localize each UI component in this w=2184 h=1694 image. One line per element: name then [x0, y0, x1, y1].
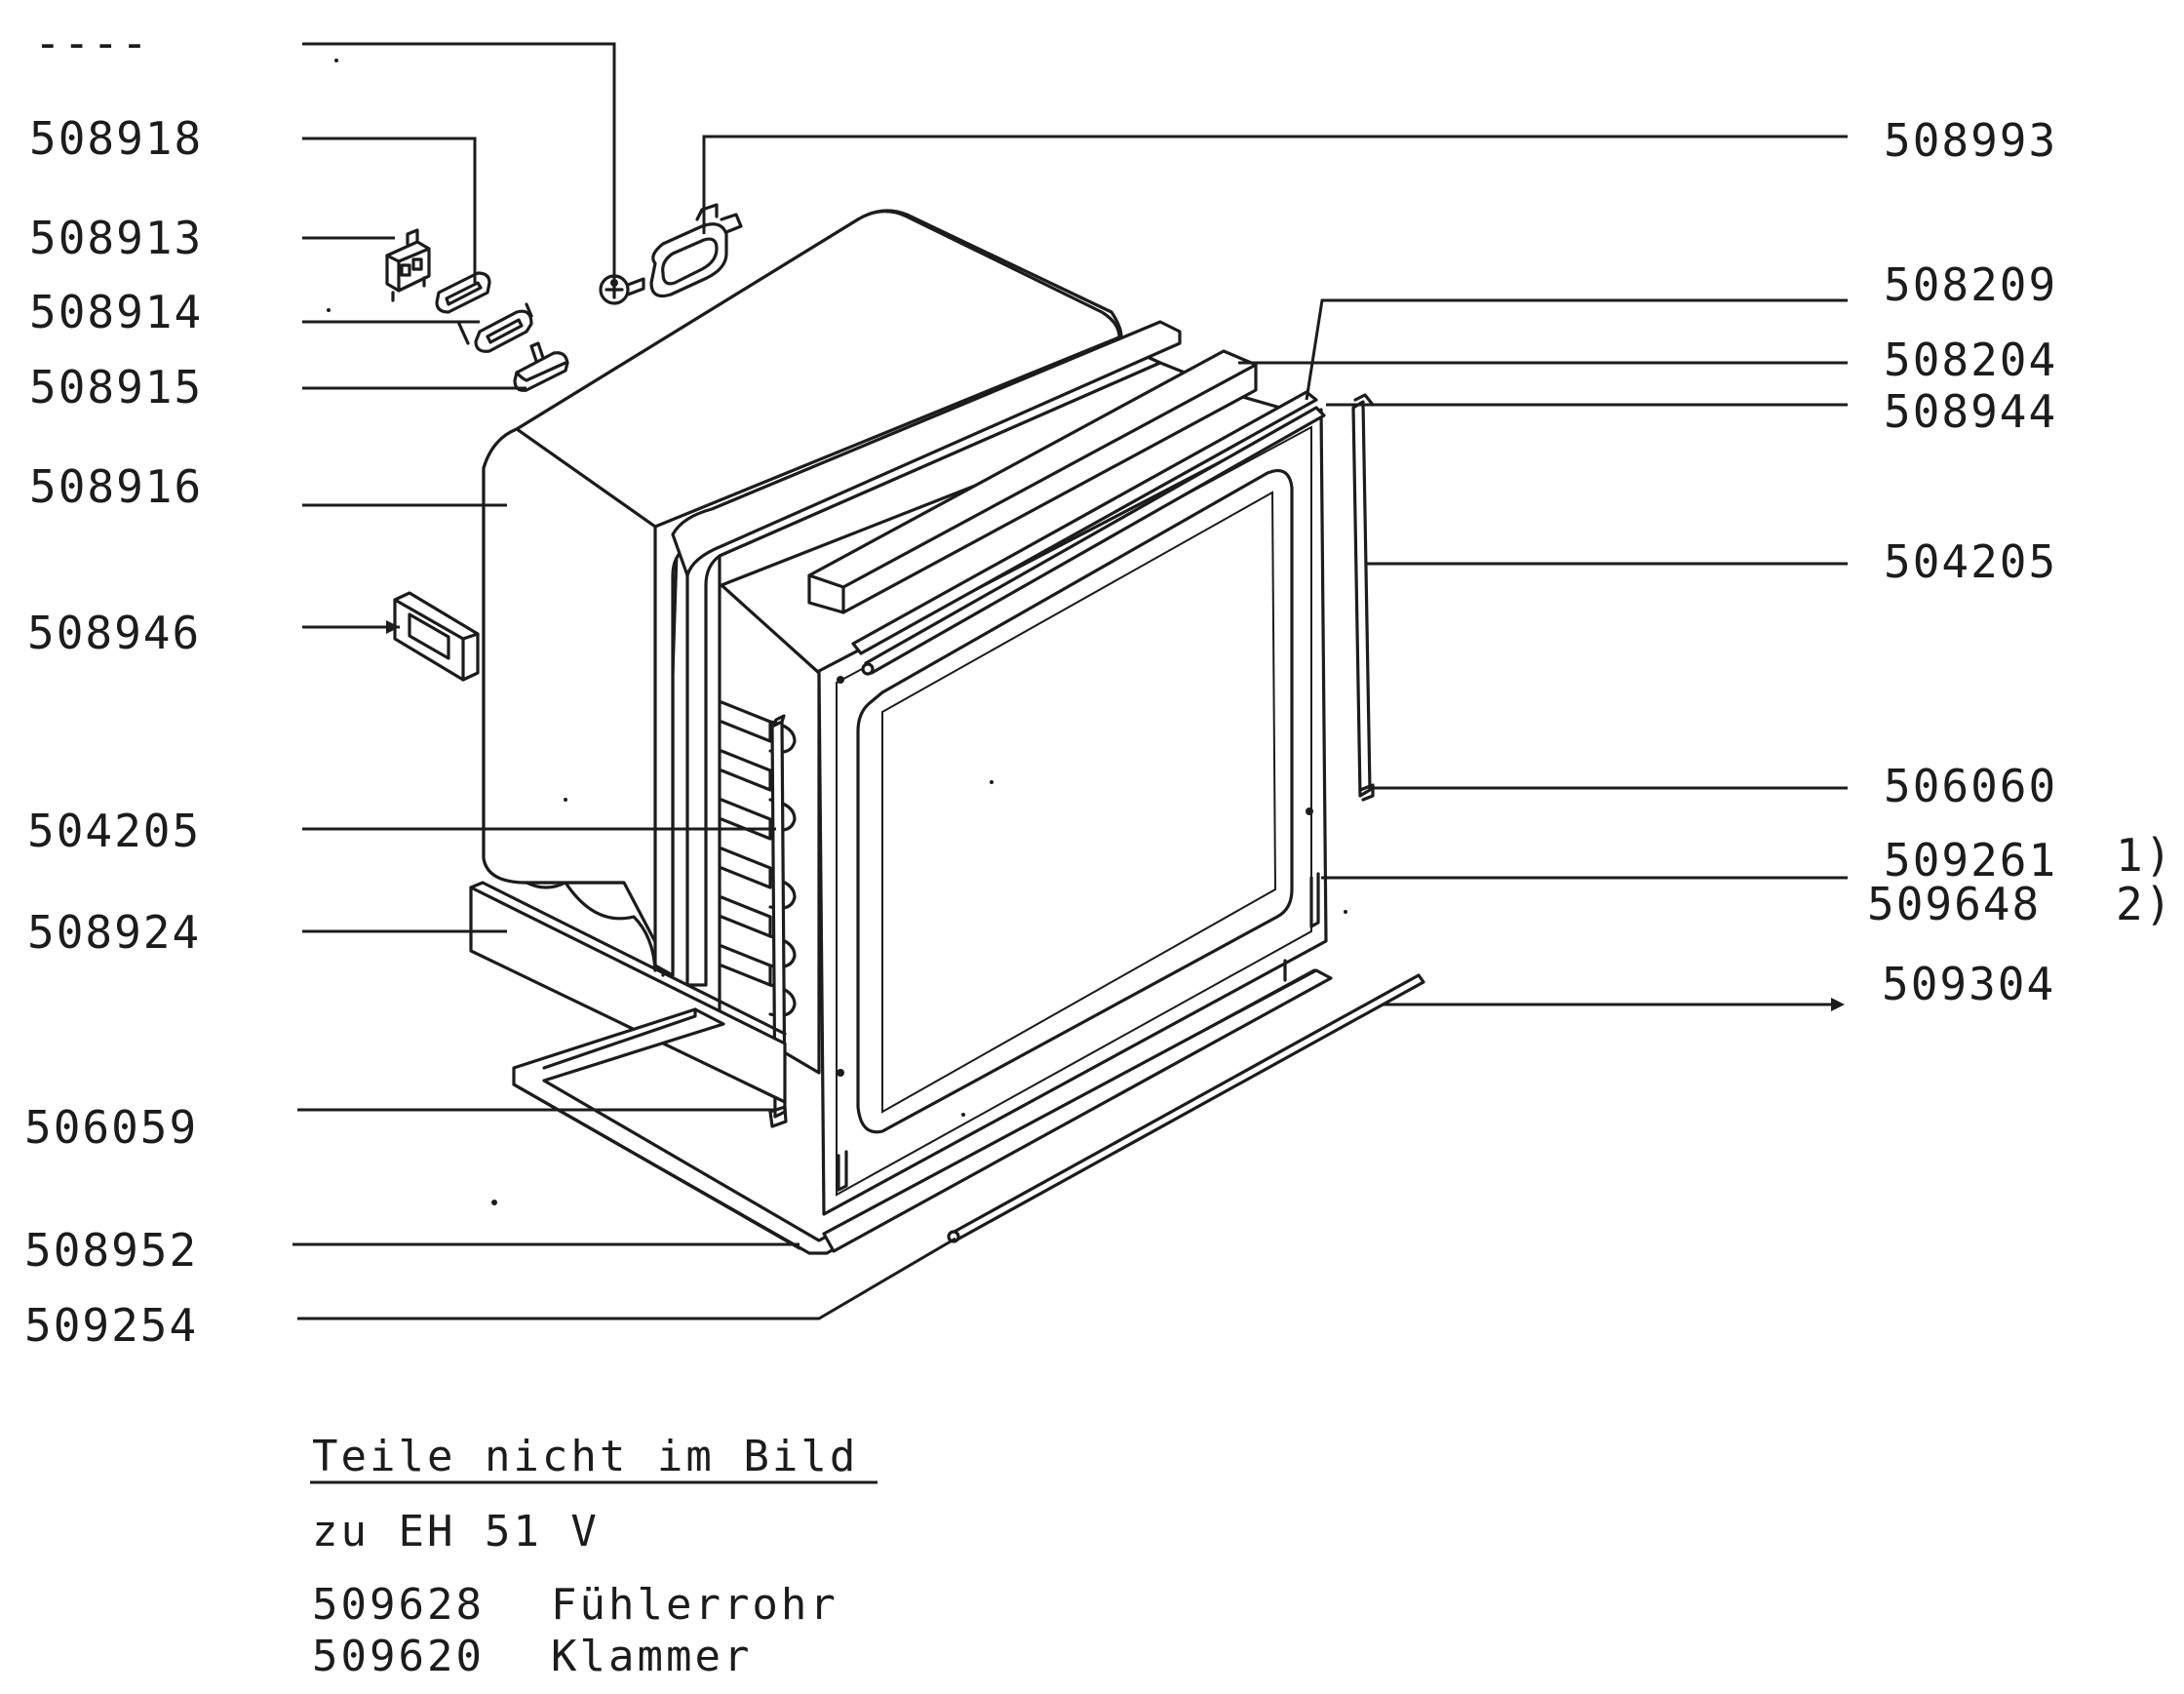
notes-model: zu EH 51 V — [312, 1507, 600, 1556]
footnote-r7: 2) — [2116, 878, 2173, 930]
leader-lines — [292, 42, 1848, 1320]
label-r5: 506060 — [1884, 760, 2057, 812]
leader-l11 — [297, 1237, 956, 1320]
label-r8: 509304 — [1882, 958, 2055, 1010]
screw-top — [599, 274, 645, 305]
label-r0: 508993 — [1884, 114, 2057, 167]
bezel-508918 — [435, 271, 491, 314]
frame-slot-1 — [837, 1150, 848, 1192]
bottom-front-rail — [822, 968, 1333, 1253]
left-labels: ---- 508918 508913 508914 508915 508916 … — [24, 17, 203, 1352]
footnote-r6: 1) — [2116, 829, 2173, 882]
label-r1: 508209 — [1884, 258, 2057, 311]
flange-top-face — [671, 320, 1182, 577]
notes-part-number-1: 509628 — [312, 1580, 485, 1630]
frame-slot-2 — [1309, 872, 1320, 928]
label-l2: 508913 — [29, 212, 203, 264]
notes-part-name-2: Klammer — [551, 1632, 752, 1681]
lamp-housing-508993 — [649, 203, 743, 298]
label-l7: 504205 — [27, 805, 201, 857]
housing-bottom-cut — [525, 881, 657, 972]
right-labels: 508993 508209 508204 508944 504205 50606… — [1867, 114, 2173, 1010]
label-l5: 508916 — [29, 460, 203, 513]
label-l1: 508918 — [29, 112, 203, 165]
leader-r0 — [702, 135, 1848, 234]
housing-side — [482, 427, 675, 977]
bracket-508946 — [393, 591, 480, 682]
label-l6: 508946 — [27, 607, 201, 659]
label-l10: 508952 — [24, 1224, 198, 1277]
frame-screw-3 — [837, 1069, 844, 1077]
notes-heading: Teile nicht im Bild — [312, 1432, 858, 1481]
label-r3: 508944 — [1884, 385, 2057, 438]
leader-r1 — [1305, 298, 1848, 401]
label-l11: 509254 — [24, 1299, 198, 1352]
front-frame-window-inner — [881, 491, 1277, 1114]
label-r2: 508204 — [1884, 334, 2057, 386]
label-l0: ---- — [34, 17, 150, 69]
label-r4: 504205 — [1884, 535, 2057, 588]
oven-drawing — [327, 59, 1425, 1255]
label-l3: 508914 — [29, 286, 203, 338]
frame-screw-1 — [837, 676, 844, 684]
knob-508915 — [513, 341, 569, 392]
top-trim-bar — [807, 349, 1258, 614]
leader-l1 — [302, 137, 477, 283]
frame-screw-2 — [1306, 808, 1313, 815]
bottom-side-trim — [469, 886, 787, 1104]
notes-block: Teile nicht im Bild zu EH 51 V 509628 Fü… — [310, 1432, 878, 1681]
label-l8: 508924 — [27, 906, 201, 959]
label-r7: 509648 — [1867, 878, 2041, 930]
leader-l0 — [302, 42, 616, 283]
switch-508913 — [385, 228, 431, 302]
front-frame-window — [856, 468, 1294, 1134]
label-l4: 508915 — [29, 361, 203, 414]
label-l9: 506059 — [24, 1101, 198, 1154]
top-seal-upper — [851, 390, 1318, 655]
notes-part-name-1: Fühlerrohr — [551, 1580, 838, 1630]
label-r6: 509261 — [1884, 834, 2057, 886]
knob-508914 — [456, 302, 533, 353]
notes-part-number-2: 509620 — [312, 1632, 485, 1681]
right-vertical-rod — [1351, 400, 1372, 798]
